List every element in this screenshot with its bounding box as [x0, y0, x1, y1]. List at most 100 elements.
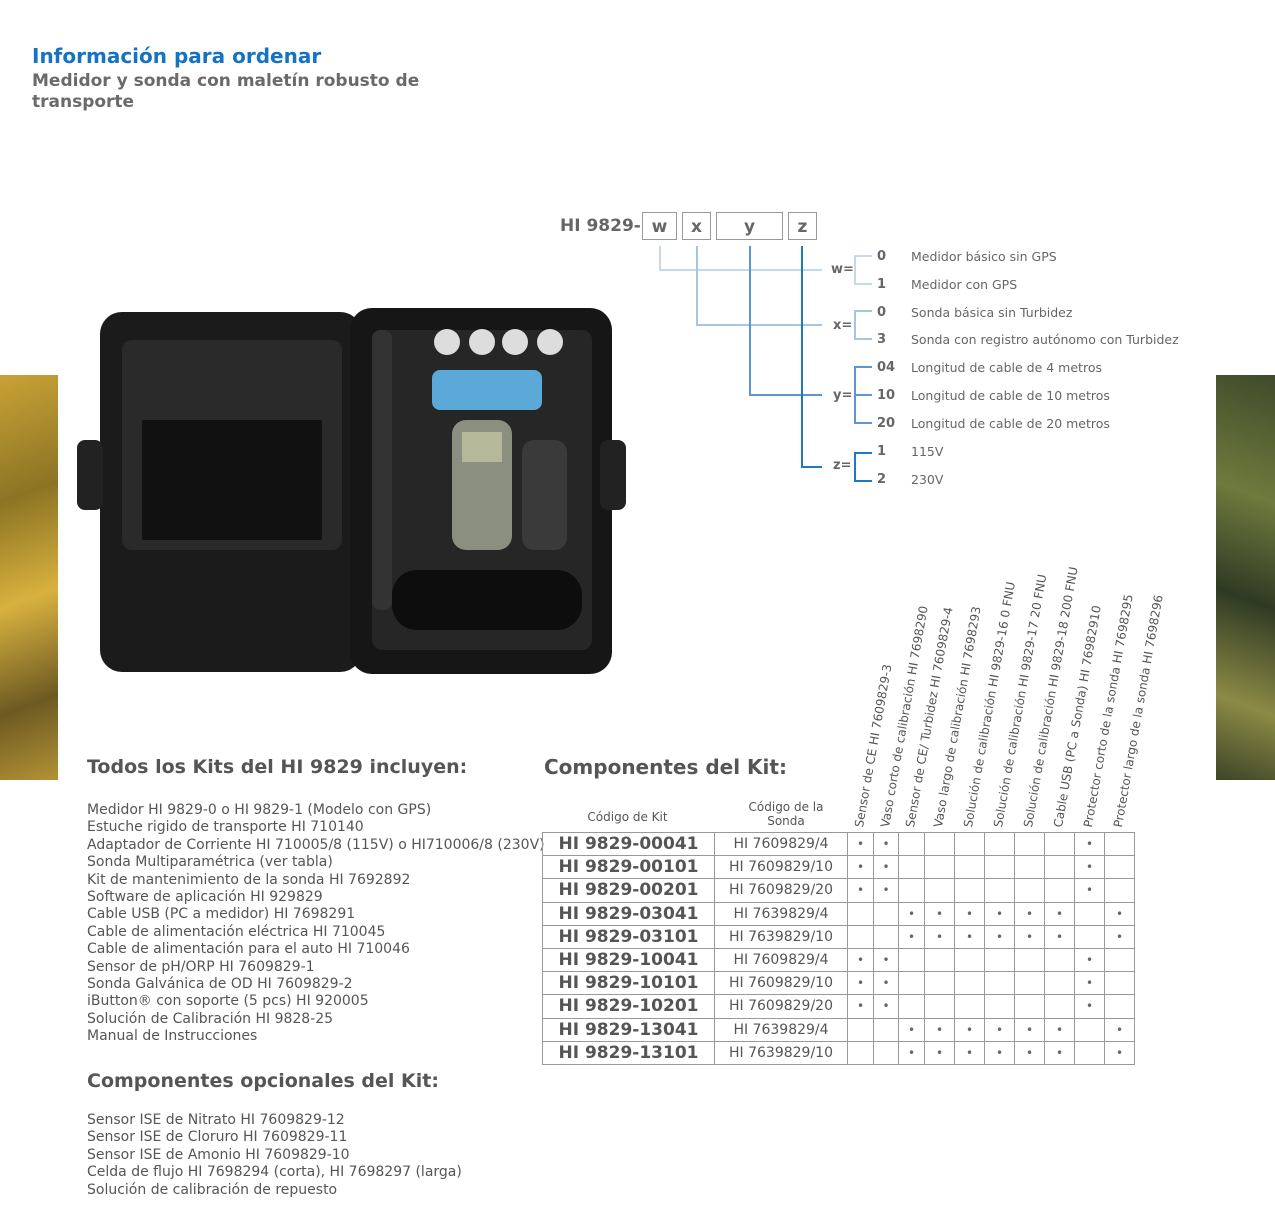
- component-cell: •: [1104, 924, 1135, 949]
- list-item: Medidor HI 9829-0 o HI 9829-1 (Modelo co…: [87, 802, 432, 818]
- w-option-desc: Medidor básico sin GPS: [911, 249, 1057, 264]
- list-item: Celda de flujo HI 7698294 (corta), HI 76…: [87, 1164, 462, 1181]
- component-cell: [924, 855, 955, 880]
- included-heading: Todos los Kits del HI 9829 incluyen:: [87, 756, 468, 778]
- x-option-code: 0: [877, 305, 887, 320]
- component-cell: [873, 1040, 899, 1065]
- component-cell: •: [1014, 1040, 1045, 1065]
- list-item: Sensor ISE de Cloruro HI 7609829-11: [87, 1129, 348, 1146]
- component-cell: [1014, 971, 1045, 996]
- list-item: iButton® con soporte (5 pcs) HI 920005: [87, 993, 369, 1010]
- component-cell: [984, 994, 1015, 1019]
- component-cell: [954, 878, 985, 903]
- z-label: z=: [833, 458, 852, 473]
- component-cell: [1104, 878, 1135, 903]
- kit-code: HI 9829-13041: [542, 1017, 715, 1042]
- component-cell: [873, 924, 899, 949]
- component-cell: [984, 947, 1015, 973]
- component-cell: •: [1014, 1017, 1045, 1042]
- probe-code: HI 7639829/4: [714, 901, 848, 926]
- component-cell: •: [1104, 901, 1135, 926]
- component-cell: •: [1044, 924, 1075, 949]
- component-cell: [1074, 1040, 1105, 1065]
- component-cell: [1104, 831, 1135, 857]
- code-box-w: w: [642, 212, 677, 240]
- component-cell: •: [954, 1017, 985, 1042]
- component-cell: •: [847, 831, 874, 857]
- component-cell: •: [954, 901, 985, 926]
- component-cell: [1014, 855, 1045, 880]
- list-item: Cable USB (PC a medidor) HI 7698291: [87, 906, 356, 923]
- list-item: Software de aplicación HI 929829: [87, 889, 323, 906]
- x-option-desc: Sonda básica sin Turbidez: [911, 305, 1073, 320]
- component-cell: [1104, 947, 1135, 973]
- component-cell: [1044, 994, 1075, 1019]
- component-cell: •: [1104, 1017, 1135, 1042]
- component-cell: [954, 947, 985, 973]
- component-cell: •: [1044, 901, 1075, 926]
- probe-code: HI 7639829/10: [714, 1040, 848, 1065]
- component-cell: [984, 971, 1015, 996]
- component-cell: [984, 878, 1015, 903]
- component-cell: [1014, 994, 1045, 1019]
- component-cell: •: [847, 971, 874, 996]
- list-item: Sensor de pH/ORP HI 7609829-1: [87, 958, 315, 975]
- component-cell: •: [1074, 855, 1105, 880]
- component-cell: [954, 971, 985, 996]
- component-cell: •: [984, 901, 1015, 926]
- kit-code: HI 9829-00201: [542, 878, 715, 903]
- component-cell: [924, 947, 955, 973]
- component-cell: •: [847, 878, 874, 903]
- component-cell: •: [924, 1040, 955, 1065]
- component-cell: [898, 831, 925, 857]
- component-cell: •: [984, 1040, 1015, 1065]
- component-cell: [954, 994, 985, 1019]
- component-cell: •: [1044, 1017, 1075, 1042]
- probe-code: HI 7609829/20: [714, 994, 848, 1019]
- component-cell: [1014, 878, 1045, 903]
- code-prefix: HI 9829-: [560, 216, 641, 236]
- component-cell: •: [1074, 878, 1105, 903]
- component-cell: •: [1104, 1040, 1135, 1065]
- component-cell: [1104, 994, 1135, 1019]
- list-item: Cable de alimentación eléctrica HI 71004…: [87, 923, 386, 940]
- component-cell: •: [898, 901, 925, 926]
- forest-photo-left: [0, 375, 58, 780]
- list-item: Manual de Instrucciones: [87, 1028, 258, 1045]
- component-cell: •: [873, 831, 899, 857]
- component-cell: [1014, 831, 1045, 857]
- component-cell: [954, 855, 985, 880]
- kit-code: HI 9829-03101: [542, 924, 715, 949]
- list-item: Solución de Calibración HI 9828-25: [87, 1010, 334, 1027]
- page-subtitle: Medidor y sonda con maletín robusto de t…: [32, 71, 420, 112]
- component-cell: [924, 994, 955, 1019]
- kit-code: HI 9829-10201: [542, 994, 715, 1019]
- forest-photo-right: [1216, 375, 1275, 780]
- component-cell: •: [898, 924, 925, 949]
- component-cell: •: [954, 1040, 985, 1065]
- component-cell: •: [1014, 901, 1045, 926]
- included-list: Medidor HI 9829-0 o HI 9829-1 (Modelo co…: [87, 802, 545, 1046]
- component-cell: •: [898, 1040, 925, 1065]
- component-cell: [873, 901, 899, 926]
- list-item: Sonda Galvánica de OD HI 7609829-2: [87, 976, 353, 993]
- kit-code: HI 9829-00041: [542, 831, 715, 857]
- component-cell: •: [873, 947, 899, 973]
- probe-code: HI 7609829/10: [714, 971, 848, 996]
- code-box-y: y: [716, 212, 783, 240]
- page-title: Información para ordenar: [32, 44, 322, 68]
- component-cell: •: [984, 1017, 1015, 1042]
- y-option-desc: Longitud de cable de 10 metros: [911, 388, 1110, 403]
- component-cell: •: [924, 1017, 955, 1042]
- component-cell: [898, 855, 925, 880]
- list-item: Sensor ISE de Amonio HI 7609829-10: [87, 1146, 350, 1163]
- component-cell: [1074, 901, 1105, 926]
- probe-code: HI 7609829/4: [714, 831, 848, 857]
- component-cell: [1074, 1017, 1105, 1042]
